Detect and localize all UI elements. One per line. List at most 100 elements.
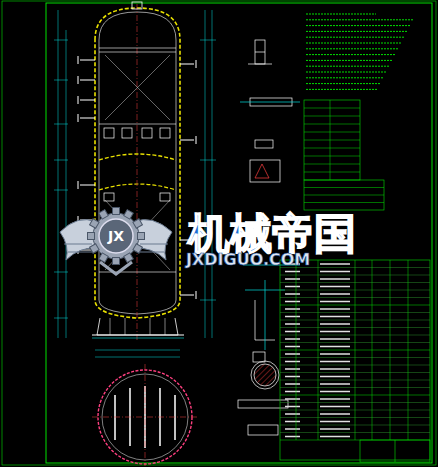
table-row (304, 108, 360, 109)
cell-fill (320, 316, 350, 318)
cell-fill (285, 368, 300, 370)
cell-fill (285, 391, 300, 393)
gear-tooth (90, 244, 100, 254)
gear-tooth (113, 258, 120, 265)
cell-fill (285, 346, 300, 348)
cell-fill (320, 376, 350, 378)
watermark-logo (60, 208, 172, 275)
gear-tooth (138, 233, 145, 240)
note-line (306, 43, 401, 44)
note-line (306, 72, 386, 73)
tables (280, 100, 430, 462)
note-line (306, 89, 377, 90)
cell-fill (285, 361, 300, 363)
cell-fill (320, 368, 350, 370)
cell-fill (320, 338, 350, 340)
table-col (318, 260, 319, 440)
cell-fill (320, 436, 350, 438)
cell-fill (285, 308, 300, 310)
cell-fill (285, 338, 300, 340)
gear-tooth (113, 208, 120, 215)
note-line (306, 54, 395, 55)
cell-fill (320, 301, 350, 303)
table-row (304, 202, 384, 203)
cell-fill (320, 361, 350, 363)
note-line (306, 19, 413, 20)
gear-tooth (99, 253, 109, 263)
table-col (372, 260, 373, 440)
note-line (306, 66, 389, 67)
gear-tooth (124, 210, 134, 220)
gear-tooth (133, 219, 143, 229)
cell-fill (320, 413, 350, 415)
cell-fill (285, 421, 300, 423)
cell-fill (320, 398, 350, 400)
cell-fill (285, 278, 300, 280)
note-line (306, 25, 410, 26)
table-col (408, 260, 409, 440)
gear-tooth (99, 210, 109, 220)
cell-fill (285, 383, 300, 385)
cell-fill (285, 286, 300, 288)
technical-notes (306, 14, 413, 89)
note-line (306, 83, 380, 84)
gear-body (93, 213, 139, 259)
cell-fill (285, 428, 300, 430)
table-col (296, 260, 297, 440)
cell-fill (285, 398, 300, 400)
table-row (304, 156, 360, 157)
gear-tooth (133, 244, 143, 254)
cell-fill (320, 293, 350, 295)
note-line (306, 60, 392, 61)
cell-fill (320, 278, 350, 280)
table-row (304, 164, 360, 165)
table-row (304, 187, 384, 188)
table-col (355, 260, 356, 440)
cell-fill (320, 286, 350, 288)
vessel-shell (78, 2, 196, 340)
table-col (390, 260, 391, 440)
table-rules (280, 100, 430, 440)
cell-fill (285, 301, 300, 303)
cell-fill (320, 391, 350, 393)
gear-tooth (124, 253, 134, 263)
table-row (304, 148, 360, 149)
dimension-lines (54, 10, 216, 357)
cell-fill (320, 353, 350, 355)
cell-fill (285, 353, 300, 355)
cell-fill (285, 331, 300, 333)
note-line (306, 77, 383, 78)
cell-fill (285, 413, 300, 415)
cell-fill (320, 271, 350, 273)
table-col (330, 100, 331, 180)
table-row (304, 140, 360, 141)
logo-initials: JX (108, 229, 124, 243)
table-row (304, 195, 384, 196)
table-row (304, 116, 360, 117)
cell-fill (320, 263, 350, 265)
table-row (304, 172, 360, 173)
table-row (304, 124, 360, 125)
gear-tooth (88, 233, 95, 240)
cell-fill (320, 383, 350, 385)
cell-fill (320, 308, 350, 310)
cell-fill (285, 271, 300, 273)
note-line (306, 14, 376, 15)
gear-tooth (90, 219, 100, 229)
watermark-url: JXDIGUO.COM (186, 252, 310, 268)
note-line (306, 48, 398, 49)
cell-fill (285, 376, 300, 378)
watermark-title: 机械帝国 (188, 213, 356, 255)
cell-fill (320, 346, 350, 348)
cell-fill (285, 293, 300, 295)
plan-view (92, 364, 198, 466)
cell-fill (285, 406, 300, 408)
note-line (306, 37, 404, 38)
cell-fill (320, 406, 350, 408)
cell-fill (285, 323, 300, 325)
cell-fill (320, 428, 350, 430)
cell-fill (285, 436, 300, 438)
table-row (304, 132, 360, 133)
